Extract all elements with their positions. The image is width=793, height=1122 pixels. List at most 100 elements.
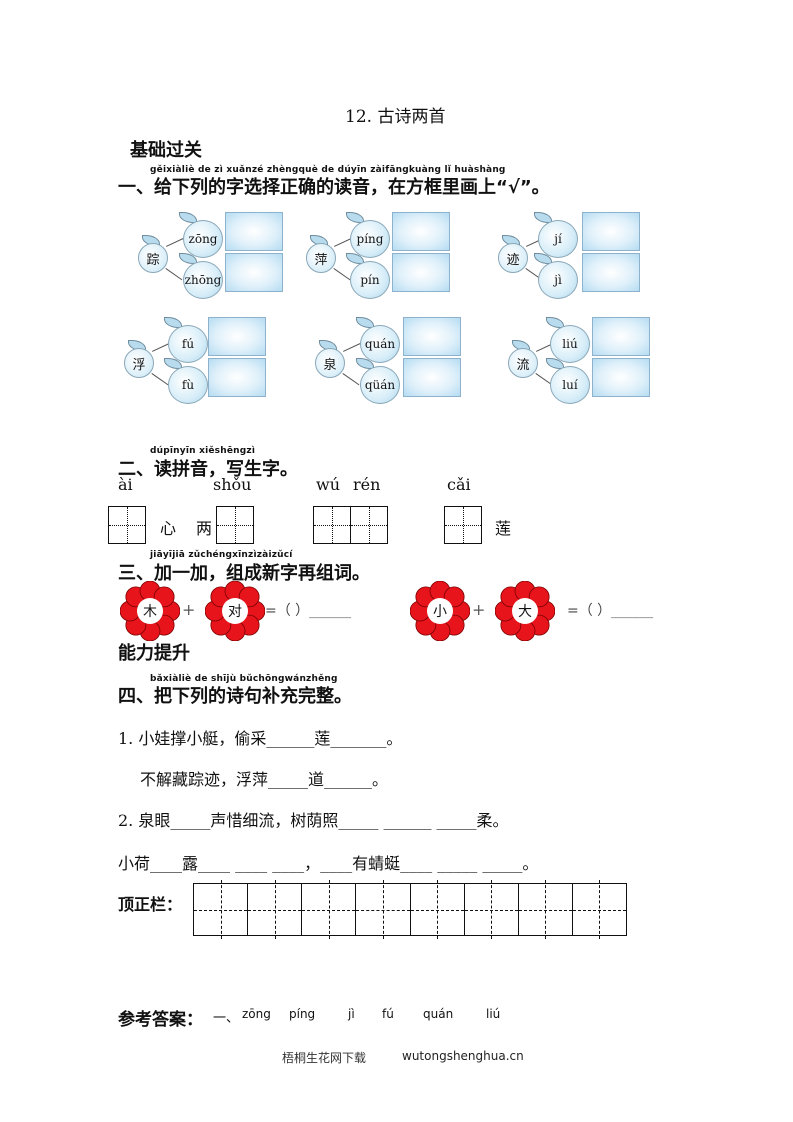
answer-checkbox[interactable] (392, 253, 450, 292)
pinyin-apple: luí (550, 366, 590, 404)
answer-checkbox[interactable] (592, 317, 650, 356)
pinyin-option: pín (360, 273, 380, 287)
answer-blank[interactable]: =（ ）______ (567, 603, 654, 619)
pinyin-apple: zhōng (183, 261, 223, 299)
section-advanced: 能力提升 (118, 643, 190, 664)
character: 泉 (323, 357, 337, 373)
pinyin-apple: fú (168, 325, 208, 363)
footer-site-cn: 梧桐生花网下载 (282, 1051, 367, 1065)
grid-cell[interactable] (302, 880, 357, 939)
pinyin-ai: ài (118, 475, 133, 494)
answer-2: píng (289, 1007, 316, 1021)
correction-label: 顶正栏： (118, 895, 183, 914)
poem-line-2: 不解藏踪迹，浮萍_____道______。 (140, 770, 389, 789)
q3-heading: 三、加一加，组成新字再组词。 (118, 563, 370, 584)
answer-6: liú (486, 1007, 501, 1021)
answer-checkbox[interactable] (208, 358, 266, 397)
character: 流 (516, 357, 530, 373)
pinyin-apple: fù (168, 366, 208, 404)
grid-cell[interactable] (464, 880, 519, 939)
answer-checkbox[interactable] (392, 212, 450, 251)
answer-checkbox[interactable] (403, 317, 461, 356)
pinyin-option: qüán (364, 378, 396, 392)
pinyin-option: píng (356, 232, 384, 246)
pinyin-option: zhōng (184, 273, 222, 287)
flower-icon: 对 (204, 580, 266, 642)
character: 萍 (314, 252, 328, 268)
character: 迹 (506, 252, 520, 268)
connector-line (166, 237, 185, 247)
answers-label: 参考答案： (118, 1010, 203, 1030)
q4-pinyin: bǎxiàliè de shījù bǔchōngwánzhěng (150, 674, 338, 684)
writing-box[interactable] (350, 506, 388, 544)
flower-character: 木 (137, 598, 163, 624)
flower-character: 对 (222, 598, 248, 624)
answer-1: zōng (242, 1007, 271, 1021)
writing-box[interactable] (313, 506, 351, 544)
grid-cell[interactable] (410, 880, 465, 939)
connector-line (342, 373, 360, 386)
character-apple: 踪 (138, 243, 168, 273)
poem-line-1: 1. 小娃撑小艇，偷采______莲_______。 (118, 729, 403, 748)
answer-checkbox[interactable] (582, 212, 640, 251)
flower-petals (119, 580, 181, 642)
flower-icon: 大 (494, 580, 556, 642)
grid-cell[interactable] (356, 880, 411, 939)
q1-pinyin: gěixiàliè de zì xuǎnzé zhèngquè de dúyīn… (150, 165, 506, 175)
flower-petals (204, 580, 266, 642)
answer-3: jì (348, 1007, 355, 1021)
pinyin-option: quán (364, 337, 396, 351)
answer-4: fú (382, 1007, 394, 1021)
pinyin-shou: shǒu (213, 475, 252, 494)
character-apple: 迹 (498, 243, 528, 273)
character-apple: 流 (508, 348, 538, 378)
grid-cell[interactable] (518, 880, 573, 939)
pinyin-apple: píng (350, 220, 390, 258)
answers-prefix: 一、 (213, 1011, 240, 1026)
answer-checkbox[interactable] (592, 358, 650, 397)
grid-cell[interactable] (194, 880, 249, 939)
character-apple: 泉 (315, 348, 345, 378)
page-title: 12. 古诗两首 (345, 107, 446, 127)
connector-line (343, 342, 362, 352)
pinyin-apple: pín (350, 261, 390, 299)
answer-checkbox[interactable] (582, 253, 640, 292)
grid-cell[interactable] (248, 880, 303, 939)
connector-line (151, 373, 169, 386)
answer-checkbox[interactable] (225, 253, 283, 292)
pinyin-option: fù (181, 378, 195, 392)
pinyin-apple: quán (360, 325, 400, 363)
char-liang: 两 (196, 519, 213, 538)
section-basic: 基础过关 (130, 140, 202, 161)
pinyin-apple: jí (538, 220, 578, 258)
answer-checkbox[interactable] (208, 317, 266, 356)
character-apple: 萍 (306, 243, 336, 273)
writing-box[interactable] (444, 506, 482, 544)
flower-icon: 木 (119, 580, 181, 642)
grid-cell[interactable] (572, 880, 627, 939)
pinyin-apple: qüán (360, 366, 400, 404)
pinyin-option: liú (562, 337, 578, 351)
poem-line-3: 2. 泉眼_____声惜细流，树荫照_____ ______ _____柔。 (118, 811, 509, 830)
answer-checkbox[interactable] (225, 212, 283, 251)
plus-sign: + (472, 600, 486, 619)
writing-box[interactable] (216, 506, 254, 544)
pinyin-option: jí (554, 232, 562, 246)
character: 踪 (146, 252, 160, 268)
footer-site-url: wutongshenghua.cn (402, 1049, 524, 1063)
pinyin-apple: liú (550, 325, 590, 363)
plus-sign: + (182, 600, 196, 619)
pinyin-cai: cǎi (447, 475, 471, 494)
pinyin-option: jì (554, 273, 562, 287)
pinyin-apple: jì (538, 261, 578, 299)
q4-heading: 四、把下列的诗句补充完整。 (118, 686, 352, 707)
answer-blank[interactable]: =（ ）______ (265, 603, 352, 619)
writing-box[interactable] (108, 506, 146, 544)
char-lian: 莲 (495, 519, 512, 538)
character-apple: 浮 (124, 348, 154, 378)
answer-checkbox[interactable] (403, 358, 461, 397)
char-xin: 心 (160, 519, 177, 538)
q1-heading: 一、给下列的字选择正确的读音，在方框里画上“√”。 (118, 177, 550, 198)
correction-grid[interactable] (193, 880, 627, 939)
